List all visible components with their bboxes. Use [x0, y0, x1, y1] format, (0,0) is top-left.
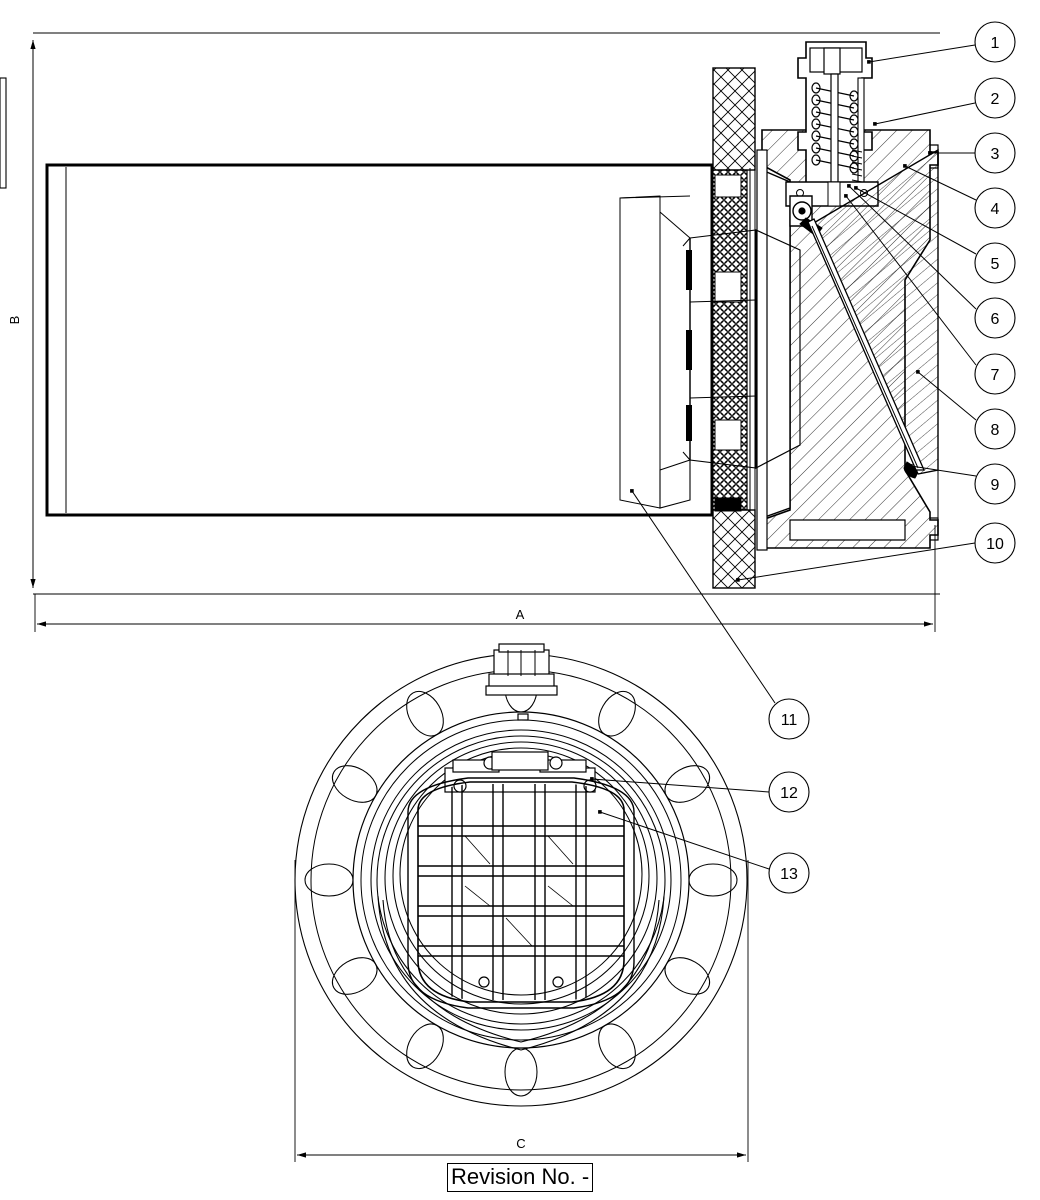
gasket-blocks — [712, 67, 756, 589]
balloon-circle-5[interactable] — [974, 242, 1016, 284]
balloon-number-9: 9 — [991, 477, 1000, 494]
seal-ring-arcs — [377, 895, 665, 1051]
leader-line-2 — [873, 102, 976, 126]
leader-line-9 — [909, 464, 977, 477]
end-view — [294, 643, 748, 1107]
leader-line-12 — [590, 777, 770, 793]
dimension-label-B: B — [7, 316, 22, 325]
leader-line-5 — [854, 186, 977, 255]
inner-cone-throat — [619, 195, 801, 509]
balloon-circle-4[interactable] — [974, 187, 1016, 229]
flange-lip-details — [930, 144, 939, 541]
balloon-callout-11[interactable]: 11 — [630, 489, 810, 740]
balloon-number-1: 1 — [991, 35, 1000, 52]
flange-bolt-circle-guide — [310, 669, 732, 1091]
leader-line-10 — [736, 542, 976, 582]
balloon-callout-1[interactable]: 1 — [867, 21, 1016, 64]
side-section-view — [0, 41, 939, 589]
leader-line-11 — [630, 489, 776, 704]
dimension-group-side-view — [30, 32, 940, 632]
balloon-number-3: 3 — [991, 146, 1000, 163]
hinge-bracket-bar — [444, 751, 597, 793]
balloon-callout-12[interactable]: 12 — [590, 771, 810, 813]
balloon-number-6: 6 — [991, 311, 1000, 328]
balloon-number-8: 8 — [991, 422, 1000, 439]
balloon-callout-8[interactable]: 8 — [916, 370, 1016, 450]
balloon-callout-13[interactable]: 13 — [598, 810, 810, 894]
inner-bore-rings — [370, 729, 672, 1031]
dimension-labels-side-view: B A — [7, 316, 525, 622]
balloon-number-12: 12 — [780, 785, 798, 802]
base-foot — [789, 519, 906, 541]
dimension-label-A: A — [516, 607, 525, 622]
grid-core-element — [407, 777, 635, 1009]
balloon-number-2: 2 — [991, 91, 1000, 108]
relief-valve-assembly — [0, 41, 879, 237]
balloon-circle-2[interactable] — [974, 77, 1016, 119]
balloon-callout-5[interactable]: 5 — [854, 186, 1016, 284]
balloon-callout-7[interactable]: 7 — [844, 194, 1016, 395]
leader-line-8 — [916, 370, 977, 421]
dimension-group-end-view — [294, 860, 749, 1162]
leader-line-7 — [844, 194, 977, 366]
balloon-number-10: 10 — [986, 536, 1004, 553]
balloon-circle-9[interactable] — [974, 463, 1016, 505]
balloon-callout-9[interactable]: 9 — [909, 463, 1016, 505]
leader-line-1 — [867, 44, 976, 64]
balloon-circle-3[interactable] — [974, 132, 1016, 174]
balloon-circle-8[interactable] — [974, 408, 1016, 450]
valve-stem-boss — [485, 643, 558, 721]
mesh-pack-element — [711, 168, 756, 512]
balloon-callout-4[interactable]: 4 — [903, 164, 1016, 229]
balloon-number-4: 4 — [991, 201, 1000, 218]
balloon-circle-10[interactable] — [974, 522, 1016, 564]
balloon-callout-2[interactable]: 2 — [873, 77, 1016, 126]
revision-label: Revision No. - — [447, 1163, 594, 1192]
balloon-circle-13[interactable] — [768, 852, 810, 894]
bolt-hole-ring — [304, 663, 738, 1097]
side-bellows — [851, 149, 863, 183]
balloon-number-7: 7 — [991, 367, 1000, 384]
dimension-label-C: C — [516, 1136, 525, 1151]
balloon-callout-6[interactable]: 6 — [847, 184, 1016, 339]
damper-blade — [807, 148, 939, 479]
balloon-number-11: 11 — [781, 712, 798, 729]
balloon-circle-11[interactable] — [768, 698, 810, 740]
balloon-callout-3[interactable]: 3 — [928, 132, 1016, 174]
leader-line-13 — [598, 810, 770, 870]
balloon-circle-6[interactable] — [974, 297, 1016, 339]
balloon-callout-10[interactable]: 10 — [736, 522, 1016, 582]
balloon-number-5: 5 — [991, 256, 1000, 273]
balloon-number-13: 13 — [780, 866, 798, 883]
leader-line-4 — [903, 164, 977, 201]
balloon-circle-12[interactable] — [768, 771, 810, 813]
flange-outer-circle — [294, 653, 748, 1107]
leader-line-6 — [847, 184, 977, 310]
balloon-circle-1[interactable] — [974, 21, 1016, 63]
balloon-circle-7[interactable] — [974, 353, 1016, 395]
housing-shell-outline — [45, 163, 714, 517]
